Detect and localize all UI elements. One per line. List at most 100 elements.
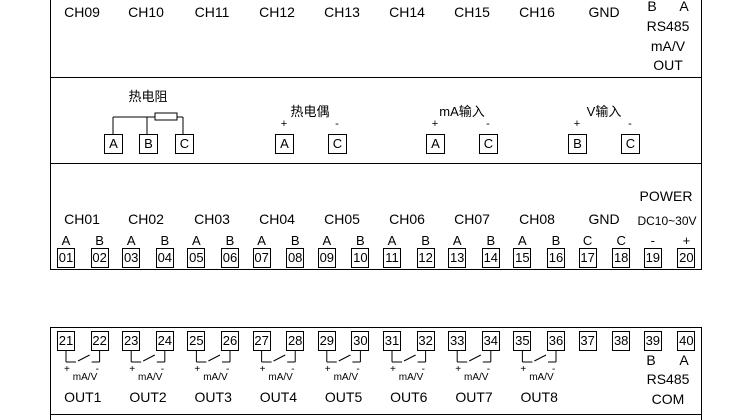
top-mav-label: mA/V: [650, 38, 686, 54]
terminal: 18: [612, 248, 631, 268]
output-label: OUT4: [259, 389, 298, 405]
output-label: OUT5: [324, 389, 363, 405]
lower-channel-label: CH07: [454, 211, 490, 227]
terminal: 15: [513, 248, 532, 268]
top-channel-label: CH11: [194, 4, 230, 20]
pin-letter: B: [421, 233, 430, 248]
terminal: 02: [90, 248, 109, 268]
terminal: 11: [383, 248, 401, 268]
v-plus: +: [573, 118, 581, 130]
v-terminal-b: B: [568, 134, 587, 154]
top-channel-label: CH14: [389, 4, 425, 20]
terminal: 16: [547, 248, 565, 268]
pin-letter: -: [650, 233, 655, 248]
tc-plus: +: [280, 118, 288, 130]
relay-unit-label: mA/V: [333, 372, 359, 383]
relay-plus: +: [259, 364, 266, 375]
pin-letter: A: [452, 233, 462, 248]
terminal: 32: [416, 331, 435, 351]
output-label: OUT1: [64, 389, 102, 405]
terminal: 05: [187, 248, 206, 268]
tc-terminal-a: A: [275, 134, 294, 154]
top-rs485-label: RS485: [646, 18, 690, 34]
terminal: 07: [252, 248, 271, 268]
terminal: 04: [155, 248, 174, 268]
relay-unit-label: mA/V: [138, 372, 163, 383]
terminal: 08: [286, 248, 305, 268]
output-label: OUT3: [194, 389, 232, 405]
top-channel-label: GND: [588, 4, 620, 20]
relay-symbols: [65, 351, 557, 363]
v-input-label: V输入: [586, 104, 622, 119]
pin-letter: B: [356, 233, 365, 248]
terminal: 19: [643, 248, 662, 268]
relay-unit-label: mA/V: [203, 372, 228, 383]
terminal: 12: [416, 248, 435, 268]
lower-channel-label: CH08: [519, 211, 555, 227]
pin-letter: A: [518, 233, 527, 248]
relay-minus: -: [291, 364, 295, 375]
terminal: 34: [481, 331, 500, 351]
relay-minus: -: [486, 364, 491, 375]
top-channel-label: CH09: [64, 4, 100, 20]
pin-letter: C: [582, 233, 593, 248]
relay-unit-label: mA/V: [398, 372, 424, 383]
terminal: 06: [221, 248, 239, 268]
pin-letter: A: [322, 233, 332, 248]
top-channel-label: CH13: [324, 4, 360, 20]
top-channel-label: CH16: [519, 4, 555, 20]
top-a-label: A: [679, 0, 689, 14]
ma-minus: -: [486, 118, 490, 130]
output-label: OUT2: [129, 389, 167, 405]
terminal: 10: [351, 248, 370, 268]
terminal: 01: [57, 248, 75, 268]
tc-minus: -: [335, 118, 339, 130]
terminal: 03: [122, 248, 141, 268]
pin-letter: A: [61, 233, 71, 248]
relay-unit-label: mA/V: [268, 372, 293, 383]
pin-letter: B: [290, 233, 300, 248]
terminal: 39: [643, 331, 662, 351]
top-out-label: OUT: [653, 57, 683, 73]
relay-plus: +: [194, 364, 201, 375]
rtd-terminal-a: A: [104, 134, 123, 154]
relay-unit-label: mA/V: [529, 372, 554, 383]
top-b-label: B: [647, 0, 657, 14]
bottom-b-label: B: [646, 352, 656, 368]
terminal: 33: [448, 331, 467, 351]
terminal: 22: [90, 331, 109, 351]
relay-minus: -: [552, 364, 556, 375]
pin-letter: A: [126, 233, 136, 248]
bottom-com-label: COM: [651, 391, 685, 407]
pin-letter: B: [160, 233, 170, 248]
terminal: 38: [612, 331, 631, 351]
rtd-label: 热电阻: [128, 89, 168, 104]
relay-minus: -: [356, 364, 360, 375]
output-label: OUT7: [455, 389, 493, 405]
terminal: 09: [317, 248, 336, 268]
relay-plus: +: [455, 364, 462, 375]
top-channel-label: CH12: [259, 4, 295, 20]
terminal: 36: [547, 331, 565, 351]
top-channel-label: CH10: [128, 4, 164, 20]
relay-plus: +: [324, 364, 331, 375]
lower-channel-label: CH05: [324, 211, 360, 227]
lower-channel-label: GND: [588, 211, 620, 227]
tc-terminal-c: C: [328, 134, 347, 154]
terminal: 13: [448, 248, 467, 268]
terminal: 14: [481, 248, 500, 268]
ma-terminal-c: C: [479, 134, 498, 154]
v-minus: -: [628, 118, 632, 130]
pin-letter: C: [616, 233, 626, 248]
terminal: 35: [513, 331, 532, 351]
relay-plus: +: [129, 364, 136, 375]
lower-channel-label: CH04: [259, 211, 295, 227]
terminal: 30: [351, 331, 370, 351]
relay-unit-label: mA/V: [464, 372, 489, 383]
output-label: OUT6: [390, 389, 428, 405]
rtd-terminal-b: B: [139, 134, 158, 154]
terminal: 20: [677, 248, 696, 268]
lower-channel-label: CH06: [389, 211, 425, 227]
lower-channel-label: CH03: [194, 211, 230, 227]
